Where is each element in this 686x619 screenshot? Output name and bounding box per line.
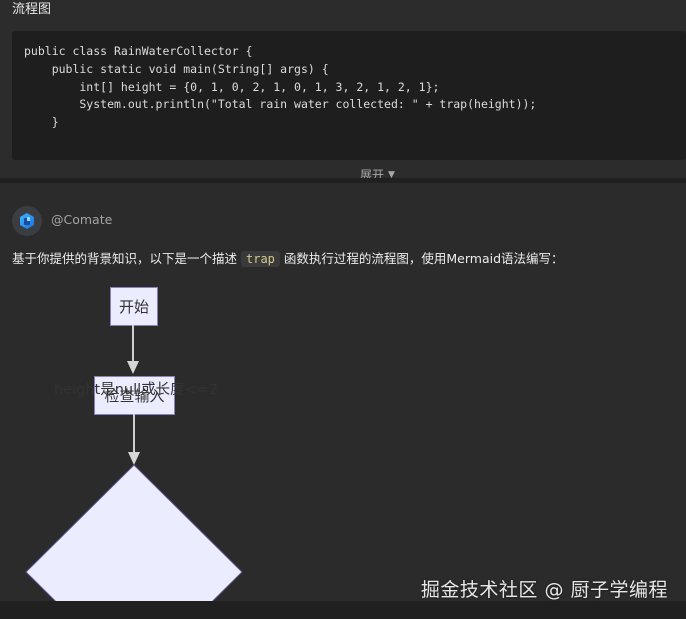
arrow-head-icon: [128, 452, 140, 465]
code-line: int[] height = {0, 1, 0, 2, 1, 0, 1, 3, …: [24, 79, 440, 94]
flow-node-check-input: 检查输入: [94, 376, 175, 415]
code-line: public static void main(String[] args) {: [24, 61, 329, 76]
section-title: 流程图: [12, 2, 52, 17]
code-content: public class RainWaterCollector { public…: [24, 43, 536, 132]
flow-edge: [132, 325, 134, 362]
code-line: System.out.println("Total rain water col…: [24, 97, 537, 112]
bottom-bar: [0, 601, 686, 619]
code-block: public class RainWaterCollector { public…: [12, 31, 686, 182]
comate-logo-icon: [20, 213, 34, 229]
flow-node-start: 开始: [110, 287, 158, 326]
message-divider: [0, 178, 686, 183]
code-line: public class RainWaterCollector {: [24, 44, 253, 58]
inline-code: trap: [241, 251, 280, 267]
code-line: }: [24, 115, 59, 130]
caret-down-icon: ▼: [388, 169, 395, 180]
watermark: 掘金技术社区 @ 厨子学编程: [420, 579, 668, 601]
intro-text: 基于你提供的背景知识，以下是一个描述 trap 函数执行过程的流程图，使用Mer…: [12, 248, 564, 267]
flow-node-label: height是null或长度<=2: [54, 382, 219, 398]
arrow-head-icon: [127, 361, 139, 374]
intro-text-before: 基于你提供的背景知识，以下是一个描述: [12, 251, 238, 266]
flow-edge: [133, 414, 135, 454]
flow-node-label: 开始: [118, 298, 149, 316]
intro-text-after: 函数执行过程的流程图，使用Mermaid语法编写：: [283, 251, 564, 266]
flow-node-label: 检查输入: [104, 387, 165, 405]
avatar: [12, 206, 42, 236]
previous-message-section: 流程图 public class RainWaterCollector { pu…: [0, 0, 686, 182]
author-name: @Comate: [51, 212, 113, 227]
